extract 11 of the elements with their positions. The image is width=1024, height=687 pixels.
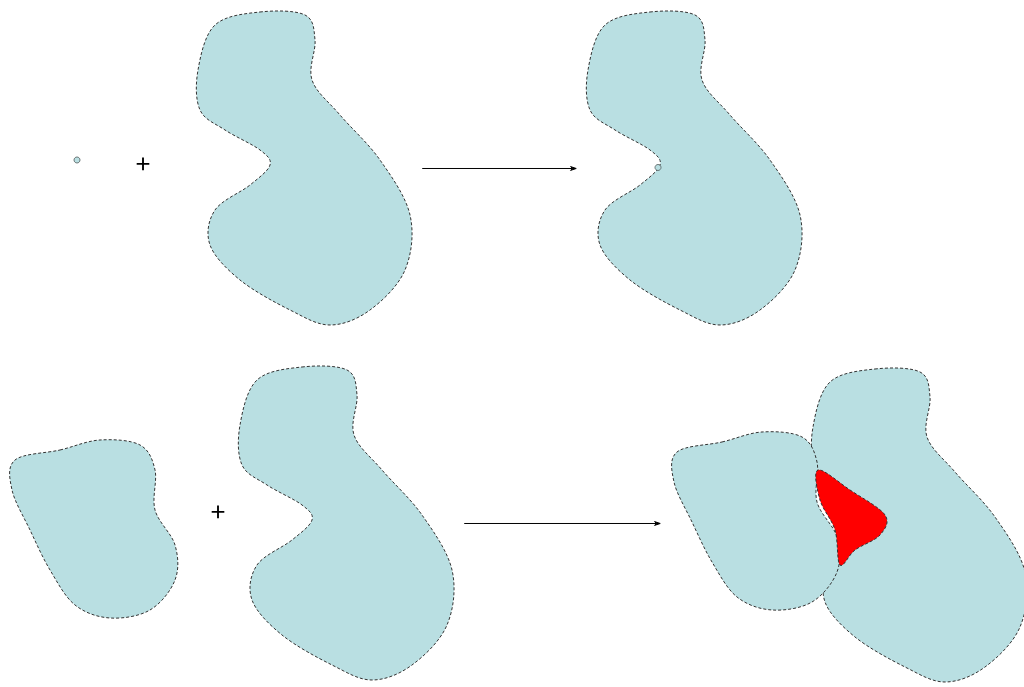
overlap-region [815, 469, 888, 566]
arrow [421, 166, 577, 171]
blob-shape [9, 439, 179, 619]
plus-sign: + [136, 157, 150, 171]
blob-shape [585, 10, 803, 326]
blob-shape [671, 431, 841, 611]
blob-shape [195, 10, 413, 326]
plus-sign: + [211, 505, 225, 519]
blob-shape [810, 367, 1024, 683]
blob-shape [237, 365, 455, 681]
arrow [463, 521, 661, 526]
